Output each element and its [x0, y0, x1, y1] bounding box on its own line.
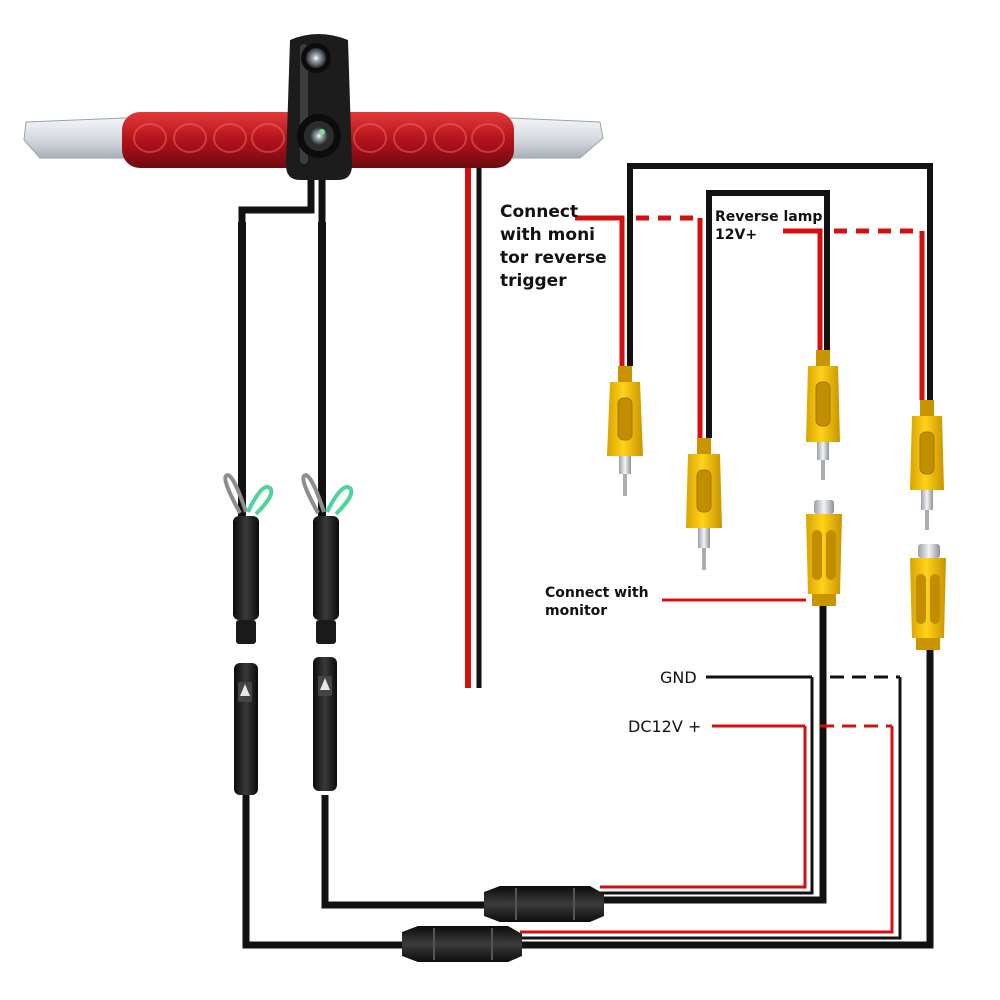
video-plug-1 [223, 473, 274, 795]
rca-plug-trigger-2 [686, 438, 722, 570]
trigger-red-wire-left [575, 215, 625, 366]
label-reverse-lamp: Reverse lamp 12V+ [715, 209, 822, 243]
gnd-drop-1 [600, 677, 814, 895]
wires [238, 163, 934, 949]
rca-video-out-1 [806, 500, 842, 606]
label-dc12v: DC12V + [628, 717, 701, 736]
rca-plug-reverse-2 [910, 400, 944, 530]
power-splitter-2 [402, 926, 522, 962]
svg-text:12V+: 12V+ [715, 227, 757, 243]
svg-text:monitor: monitor [545, 603, 607, 619]
svg-text:with moni: with moni [500, 225, 595, 245]
label-gnd: GND [660, 668, 697, 687]
rca-plug-reverse-1 [806, 350, 840, 480]
rca-video-out-2 [910, 544, 946, 650]
svg-text:Connect with: Connect with [545, 585, 649, 601]
monitor-rca-2-cable [520, 650, 934, 949]
reverse-lamp-red [783, 228, 823, 350]
gnd-drop-2 [520, 677, 902, 940]
outer-black-loop [627, 163, 933, 400]
label-connect-monitor: Connect with monitor [545, 585, 649, 619]
video-cable-1-lower [242, 795, 405, 949]
svg-text:trigger: trigger [500, 271, 567, 291]
svg-text:Connect: Connect [500, 202, 578, 222]
video-plug-2 [301, 473, 354, 791]
power-splitter-1 [484, 886, 604, 922]
monitor-rca-1-cable [600, 605, 827, 904]
inner-black-loop [706, 190, 830, 438]
led-segments [133, 123, 505, 153]
dc12v-drop-1 [600, 726, 807, 889]
dc12v-drop-2 [520, 726, 894, 934]
video-cable-2-lower [321, 795, 484, 909]
svg-text:tor reverse: tor reverse [500, 248, 607, 268]
rca-plug-trigger-1 [607, 366, 643, 496]
label-monitor-reverse-trigger: Connect with moni tor reverse trigger [500, 202, 607, 291]
camera-brake-light [23, 34, 604, 180]
camera-main-cable [238, 176, 315, 230]
svg-text:Reverse lamp: Reverse lamp [715, 209, 822, 225]
